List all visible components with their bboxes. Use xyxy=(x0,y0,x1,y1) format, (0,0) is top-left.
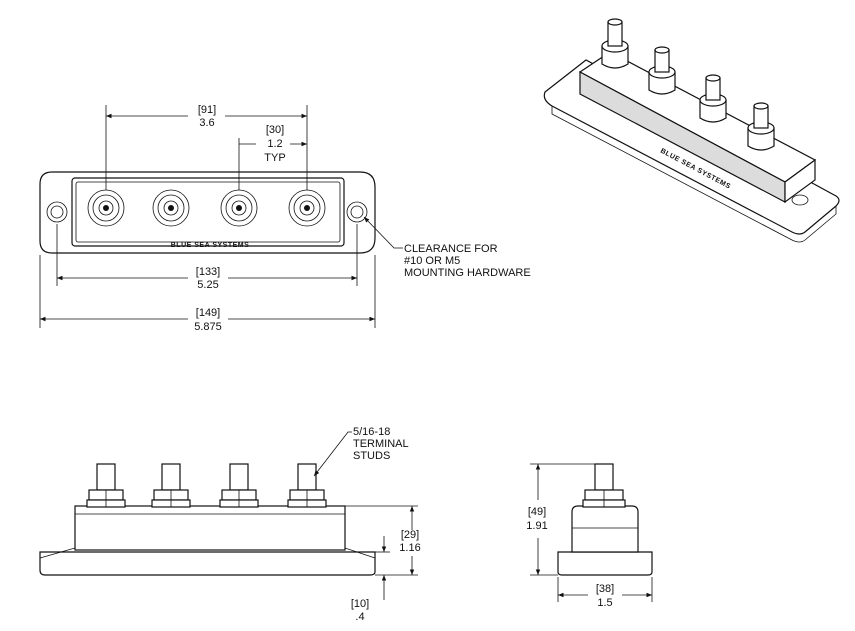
front-body xyxy=(74,505,346,551)
top-view: BLUE SEA SYSTEMS [91] 3.6 [30] 1.2 TYP [… xyxy=(39,104,531,333)
base-height-mm: [10] xyxy=(351,598,369,610)
front-stud-4 xyxy=(287,463,327,508)
width-in: 1.5 xyxy=(597,597,612,609)
stud-note-line-2: TERMINAL xyxy=(353,438,409,450)
front-stud-3 xyxy=(219,463,259,508)
mount-mm: [133] xyxy=(196,266,220,278)
iso-stud-4 xyxy=(747,102,775,151)
dimension-base-height: [10] .4 xyxy=(351,536,390,623)
stud-note-line-3: STUDS xyxy=(353,450,390,462)
isometric-view: BLUE SEA SYSTEMS xyxy=(543,18,840,243)
terminal-body-outline xyxy=(71,177,345,247)
overall-in: 5.875 xyxy=(194,321,222,333)
body-height-in: 1.16 xyxy=(399,542,420,554)
pitch-in: 1.2 xyxy=(267,138,282,150)
side-stud xyxy=(582,463,626,508)
dimension-width: [38] 1.5 xyxy=(557,577,653,609)
mounting-hole-left xyxy=(46,201,68,223)
mounting-hole-right xyxy=(346,201,368,223)
dimension-overall-length: [149] 5.875 xyxy=(39,255,376,333)
iso-stud-1 xyxy=(601,18,629,69)
overall-mm: [149] xyxy=(196,307,220,319)
side-base xyxy=(557,551,653,576)
stud-span-mm: [91] xyxy=(198,104,216,116)
total-height-in: 1.91 xyxy=(526,520,547,532)
stud-note-line-1: 5/16-18 xyxy=(353,426,390,438)
iso-mounting-hole xyxy=(791,194,809,206)
stud-callout: 5/16-18 TERMINAL STUDS xyxy=(313,426,409,477)
front-stud-2 xyxy=(151,463,191,508)
iso-stud-3 xyxy=(699,74,727,123)
clearance-line-3: MOUNTING HARDWARE xyxy=(404,267,531,279)
dimension-mount-spacing: [133] 5.25 xyxy=(56,224,358,291)
front-base xyxy=(39,551,376,576)
clearance-line-1: CLEARANCE FOR xyxy=(404,243,498,255)
iso-stud-2 xyxy=(648,46,676,95)
dimension-stud-span: [91] 3.6 xyxy=(105,104,308,190)
side-body xyxy=(571,505,639,553)
mount-in: 5.25 xyxy=(197,279,218,291)
pitch-typ: TYP xyxy=(264,152,285,164)
brand-label-top: BLUE SEA SYSTEMS xyxy=(171,242,250,249)
dimension-total-height: [49] 1.91 xyxy=(526,463,600,576)
clearance-callout: CLEARANCE FOR #10 OR M5 MOUNTING HARDWAR… xyxy=(363,216,531,279)
stud-span-in: 3.6 xyxy=(199,117,214,129)
pitch-mm: [30] xyxy=(266,124,284,136)
terminal-body-inner xyxy=(75,181,341,243)
clearance-line-2: #10 OR M5 xyxy=(404,255,460,267)
iso-body-end xyxy=(784,158,816,204)
total-height-mm: [49] xyxy=(528,506,546,518)
width-mm: [38] xyxy=(596,583,614,595)
dimension-stud-pitch: [30] 1.2 TYP xyxy=(238,124,307,190)
side-view: [49] 1.91 [38] 1.5 xyxy=(526,463,653,609)
front-stud-1 xyxy=(86,463,126,508)
stud-2 xyxy=(152,189,190,227)
base-height-in: .4 xyxy=(355,611,364,623)
stud-4 xyxy=(288,189,326,227)
dimension-body-height: [29] 1.16 xyxy=(345,505,421,576)
body-height-mm: [29] xyxy=(401,529,419,541)
stud-3 xyxy=(220,189,258,227)
front-view: 5/16-18 TERMINAL STUDS [29] 1.16 [10] .4 xyxy=(39,426,421,623)
